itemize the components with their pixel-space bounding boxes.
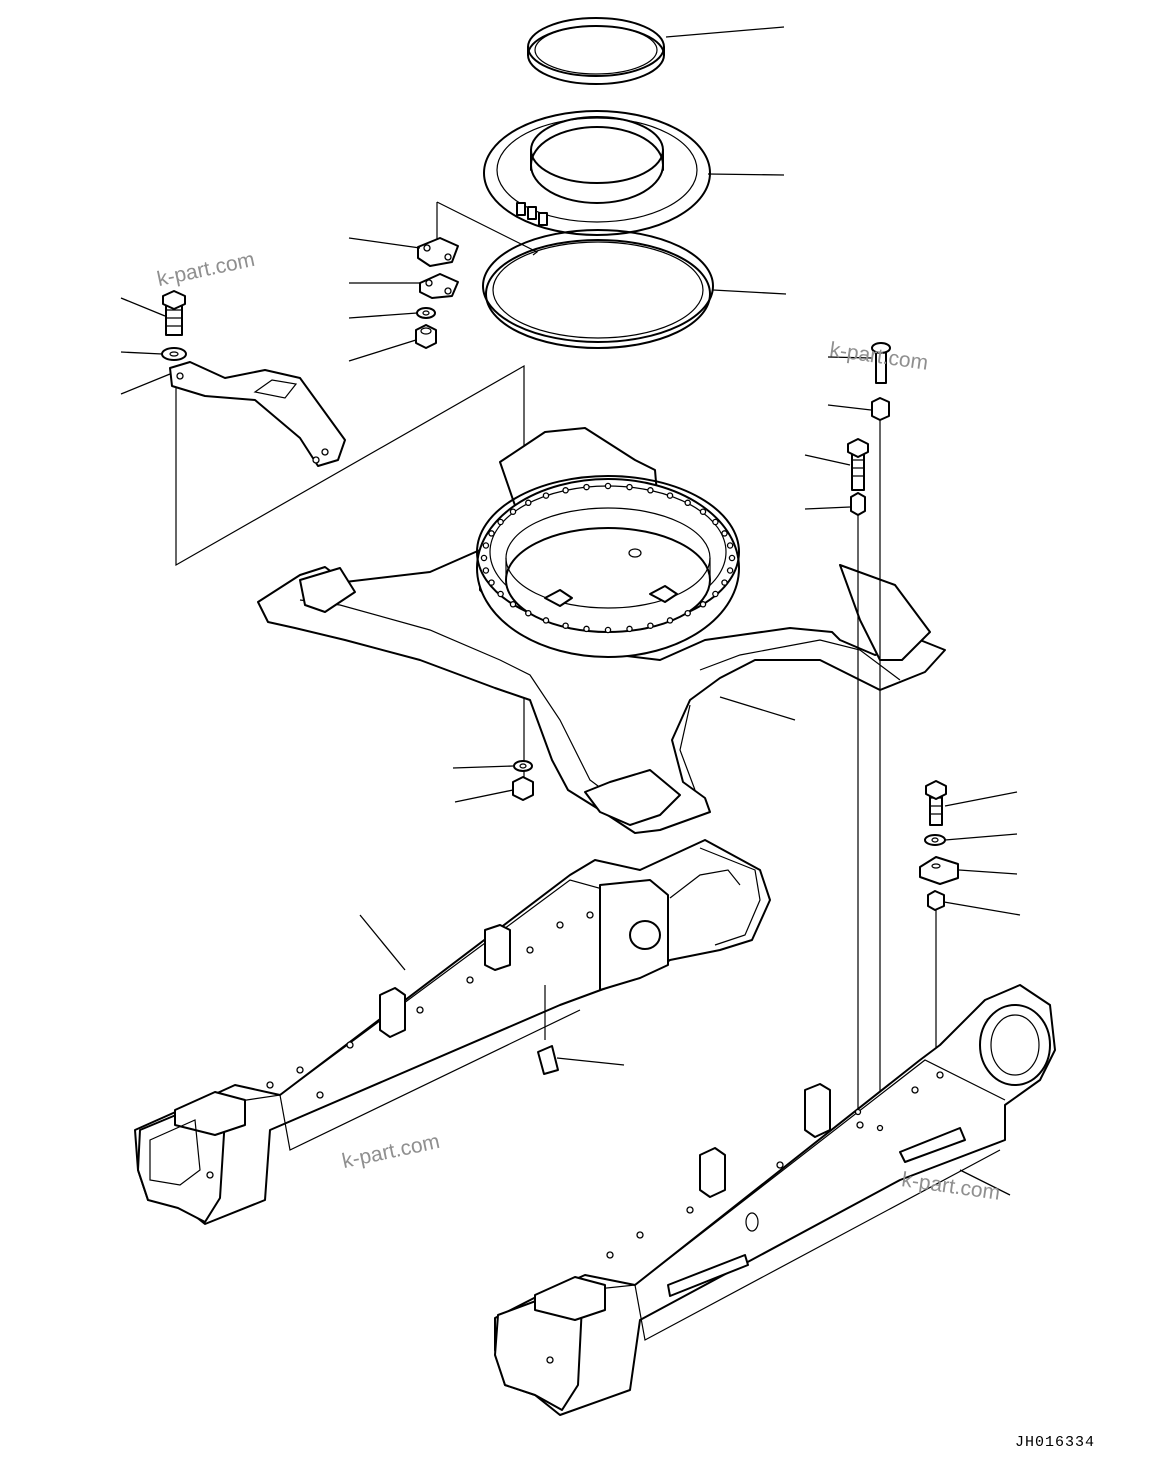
ring-bolt-hole: [509, 508, 517, 515]
bolt-group-right-bottom: [919, 780, 959, 911]
ring-bolt-hole: [626, 483, 633, 491]
track-frame-right: [494, 984, 1056, 1416]
bracket-left: [161, 290, 346, 467]
track-frame-left: [134, 839, 771, 1225]
ring-bolt-hole: [482, 567, 490, 574]
ring-bolt-hole: [712, 590, 719, 598]
ring-bolt-hole: [497, 590, 504, 598]
ring-bolt-hole: [666, 492, 674, 499]
ring-bolt-hole: [562, 622, 569, 629]
swing-bearing-plate: [483, 110, 711, 236]
ring-bolt-hole: [509, 601, 517, 608]
center-frame-holes: [480, 482, 736, 634]
ring-bolt-hole: [712, 518, 719, 526]
ring-bolt-hole: [488, 530, 495, 537]
ring-bolt-hole: [626, 625, 633, 633]
ring-bolt-hole: [542, 617, 550, 624]
nut-washer-center: [512, 760, 534, 801]
ring-bolt-hole: [647, 487, 654, 494]
ring-bolt-hole: [480, 554, 488, 562]
ring-bolt-hole: [542, 492, 550, 499]
o-ring: [482, 229, 714, 349]
ring-bolt-hole: [684, 609, 691, 617]
drawing-code: JH016334: [1014, 1434, 1095, 1451]
ring-bolt-hole: [488, 579, 495, 586]
ring-bolt-hole: [525, 499, 532, 507]
ring-bolt-hole: [666, 617, 674, 624]
ring-bolt-hole: [726, 567, 734, 574]
ring-bolt-hole: [647, 622, 654, 629]
ring-bolt-hole: [684, 499, 691, 507]
ring-bolt-hole: [604, 482, 612, 490]
leader-lines: [120, 26, 1021, 1196]
seal-ring-top: [527, 17, 665, 85]
center-frame: [257, 427, 946, 834]
ring-bolt-hole: [721, 579, 728, 586]
ring-bolt-hole: [497, 518, 504, 526]
ring-bolt-hole: [562, 487, 569, 494]
cover-plate-group: [415, 237, 459, 349]
ring-bolt-hole: [728, 554, 736, 562]
ring-bolt-hole: [721, 530, 728, 537]
ring-bolt-hole: [482, 542, 490, 549]
ring-bolt-hole: [699, 508, 707, 515]
ring-bolt-hole: [726, 542, 734, 549]
ring-bolt-hole: [699, 601, 707, 608]
ring-bolt-hole: [525, 609, 532, 617]
ring-bolt-hole: [583, 483, 590, 491]
ring-bolt-hole: [604, 626, 612, 634]
ring-bolt-hole: [583, 625, 590, 633]
bolt-group-right-top: [847, 342, 891, 516]
